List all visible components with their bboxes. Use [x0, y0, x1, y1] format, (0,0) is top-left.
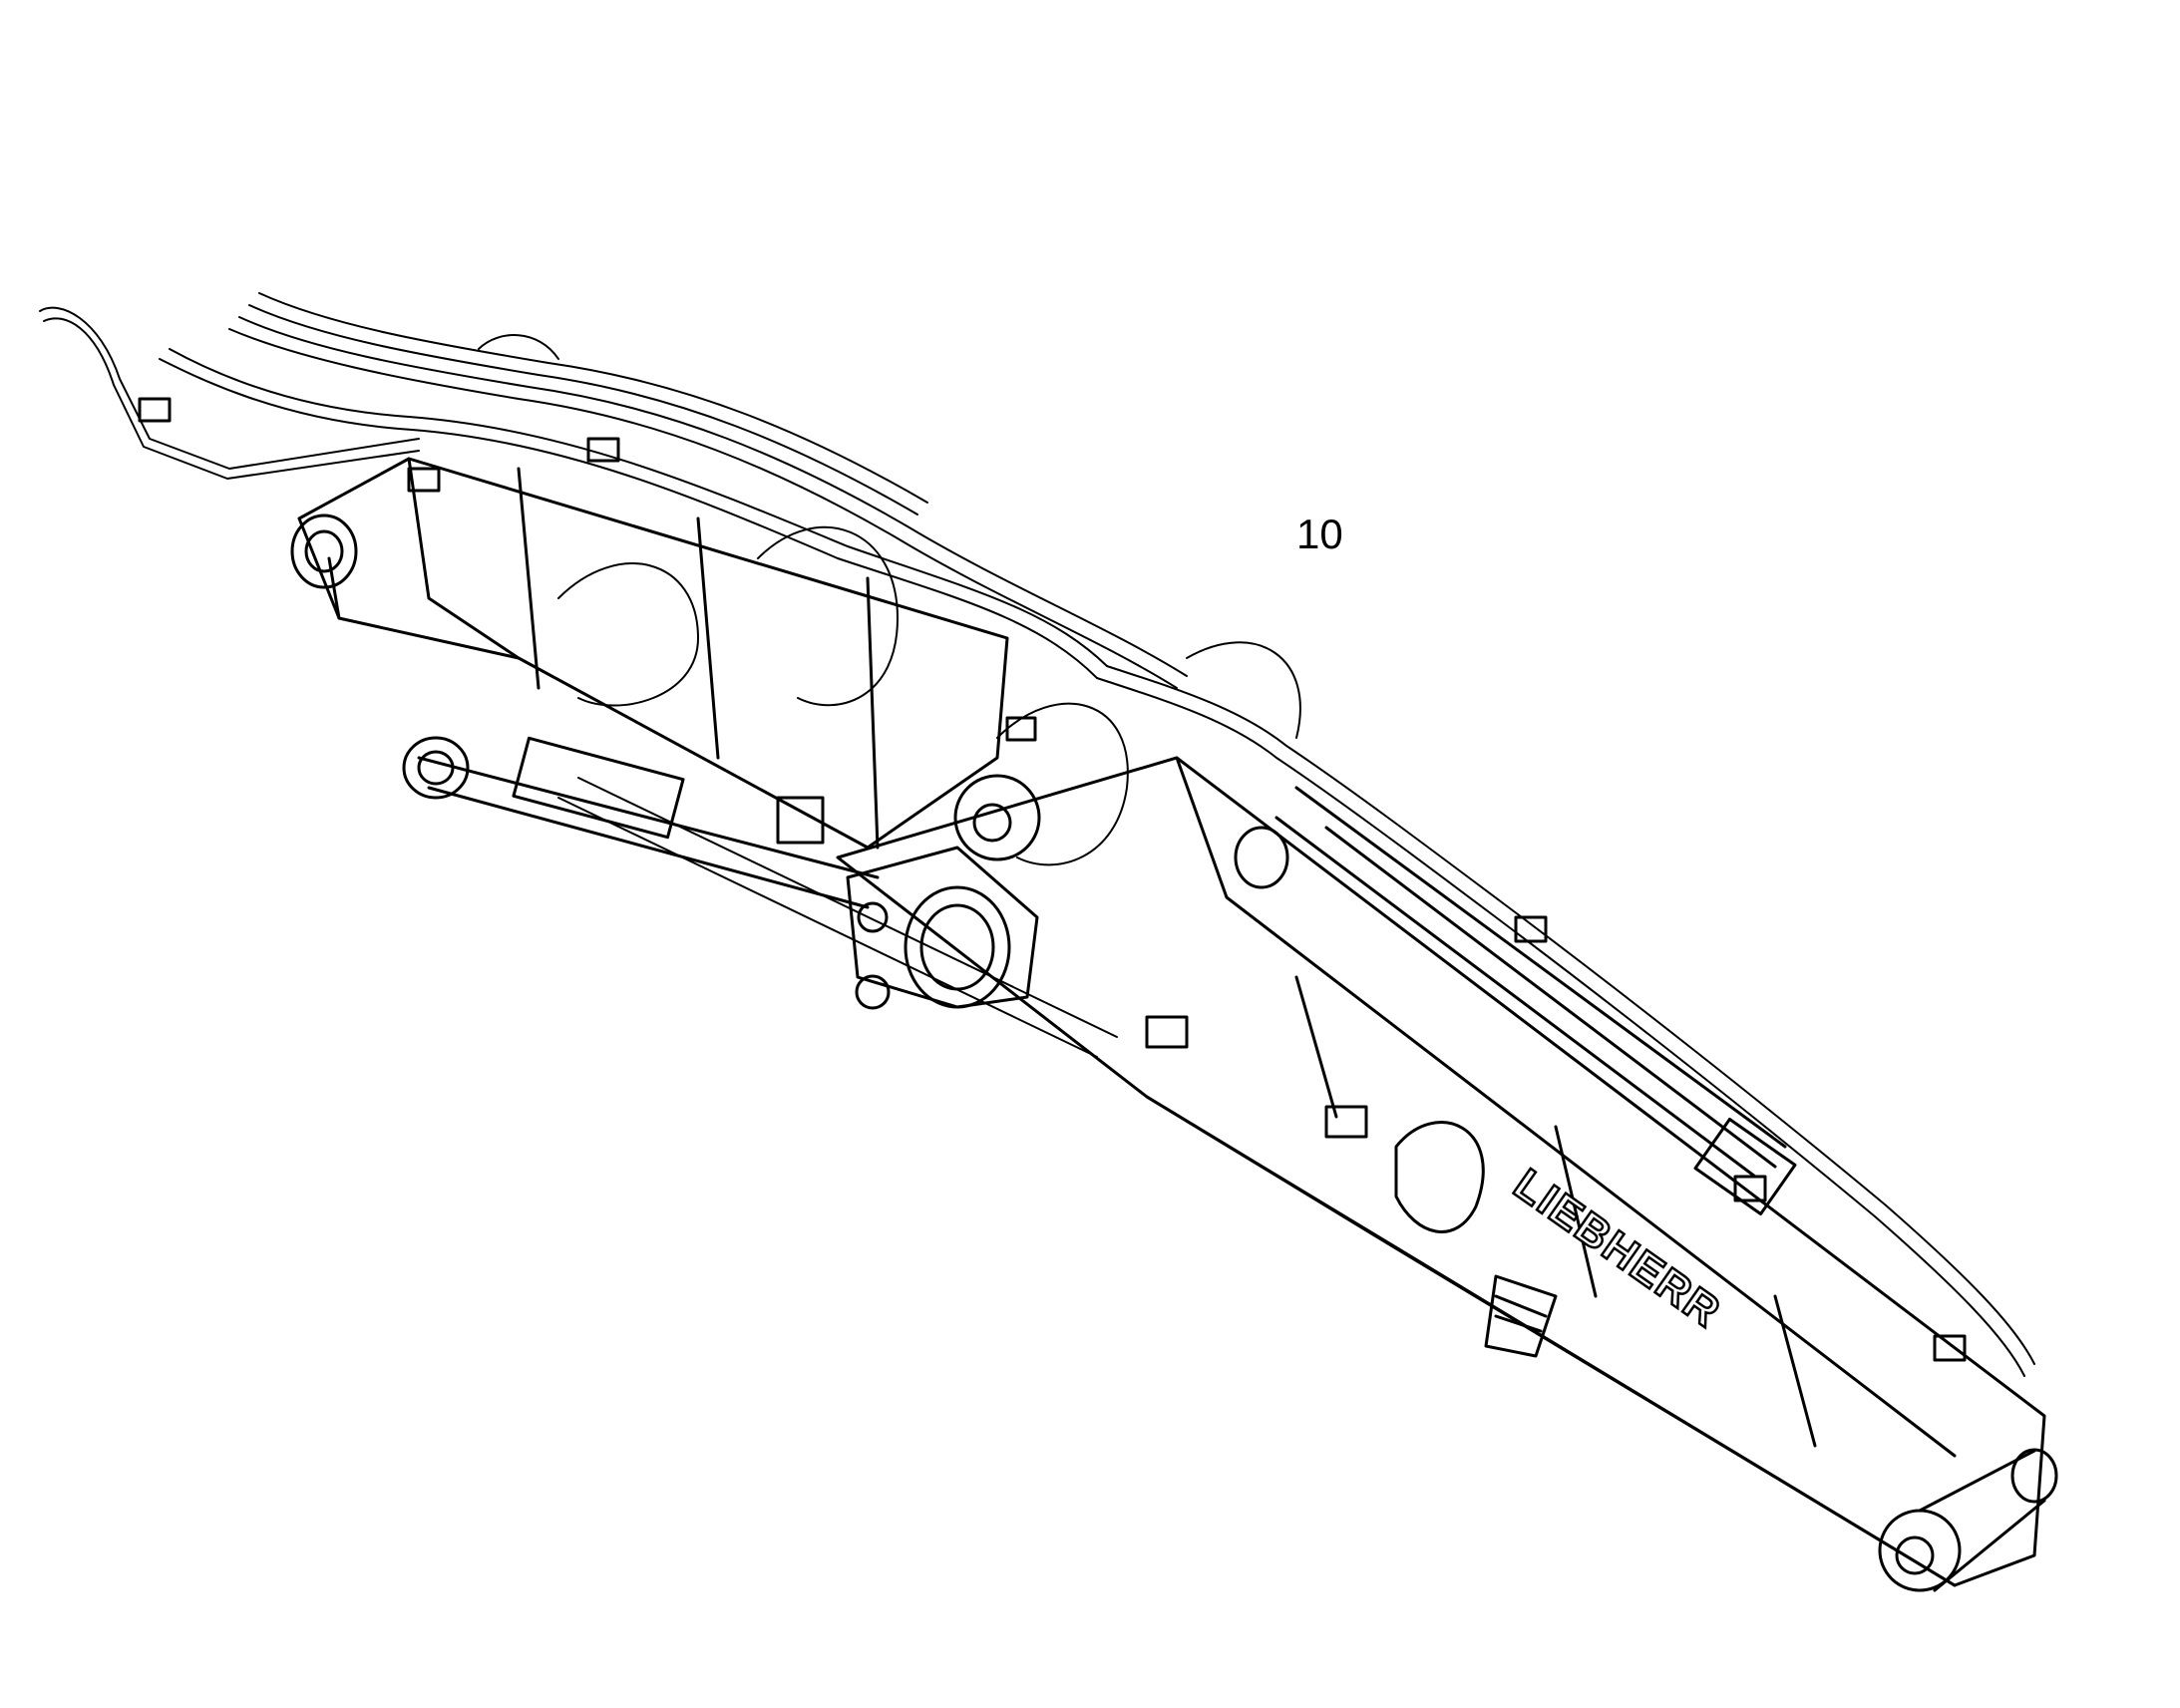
- stick-arm-section: [836, 756, 2046, 1587]
- hose-loops: [478, 334, 1301, 866]
- cylinder-eye-joint: [953, 774, 1041, 861]
- boom-foot-pivot: [290, 513, 358, 589]
- access-step: [1484, 1274, 1558, 1358]
- main-boom-rear-section: [297, 457, 1009, 850]
- callout-number: 10: [1296, 511, 1343, 557]
- boom-hydraulic-cylinder: [402, 736, 880, 909]
- hose-clamps: [138, 397, 1967, 1362]
- brand-lettering: LIEBHERR: [1504, 1159, 1731, 1339]
- stick-hydraulic-cylinder: [1274, 786, 1797, 1216]
- arm-tip-pivot: [1878, 1448, 2058, 1592]
- stick-cylinder-eye: [1234, 826, 1289, 889]
- side-panel-oval: [1394, 1121, 1485, 1233]
- stick-underside-beam: [557, 777, 1118, 1058]
- central-joint-housing: [846, 846, 1039, 1010]
- brand-text: LIEBHERR: [1505, 1160, 1729, 1337]
